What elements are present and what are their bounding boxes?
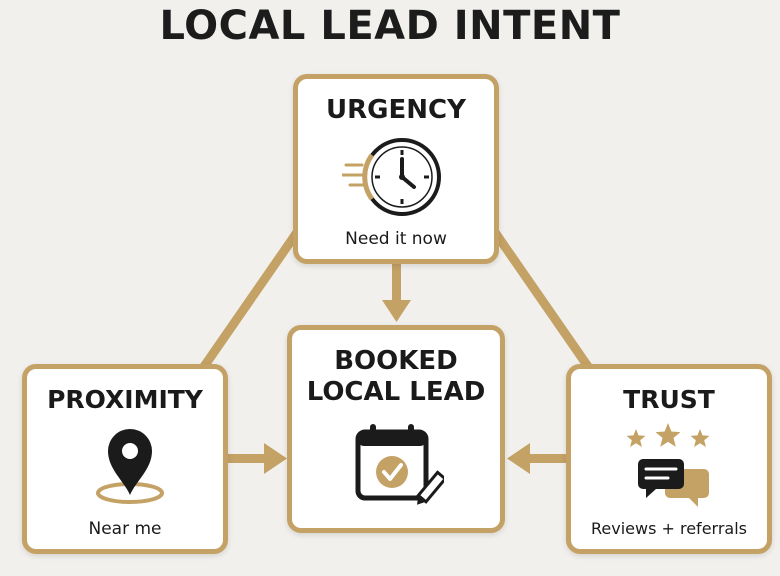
proximity-node: PROXIMITY Near me (22, 364, 228, 554)
trust-subtitle: Reviews + referrals (590, 519, 747, 538)
arrow-urgency-booked (382, 262, 411, 322)
proximity-title: PROXIMITY (47, 385, 203, 414)
star-icon (690, 429, 710, 447)
urgency-subtitle: Need it now (345, 229, 447, 249)
urgency-title: URGENCY (326, 95, 466, 125)
booked-node: BOOKED LOCAL LEAD (287, 325, 505, 533)
star-icon (655, 423, 681, 447)
urgency-node: URGENCY Need it now (293, 74, 499, 264)
edge-urgency-proximity (198, 223, 305, 373)
calendar-check-icon (355, 424, 444, 505)
proximity-subtitle: Near me (88, 519, 162, 539)
trust-title: TRUST (623, 385, 715, 414)
booked-title-line1: BOOKED (334, 346, 458, 376)
booked-title: BOOKED LOCAL LEAD (292, 346, 500, 408)
stars-chat-icon (626, 423, 710, 507)
diagram-title: LOCAL LEAD INTENT (159, 3, 621, 49)
booked-title-line2: LOCAL LEAD (306, 377, 486, 407)
arrow-proximity-booked (226, 443, 287, 474)
edge-urgency-trust (487, 223, 594, 373)
map-pin-icon (96, 429, 164, 504)
trust-node: TRUST Reviews + referrals (566, 364, 772, 554)
star-icon (626, 429, 646, 447)
clock-icon (342, 138, 441, 216)
arrow-trust-booked (507, 443, 568, 474)
